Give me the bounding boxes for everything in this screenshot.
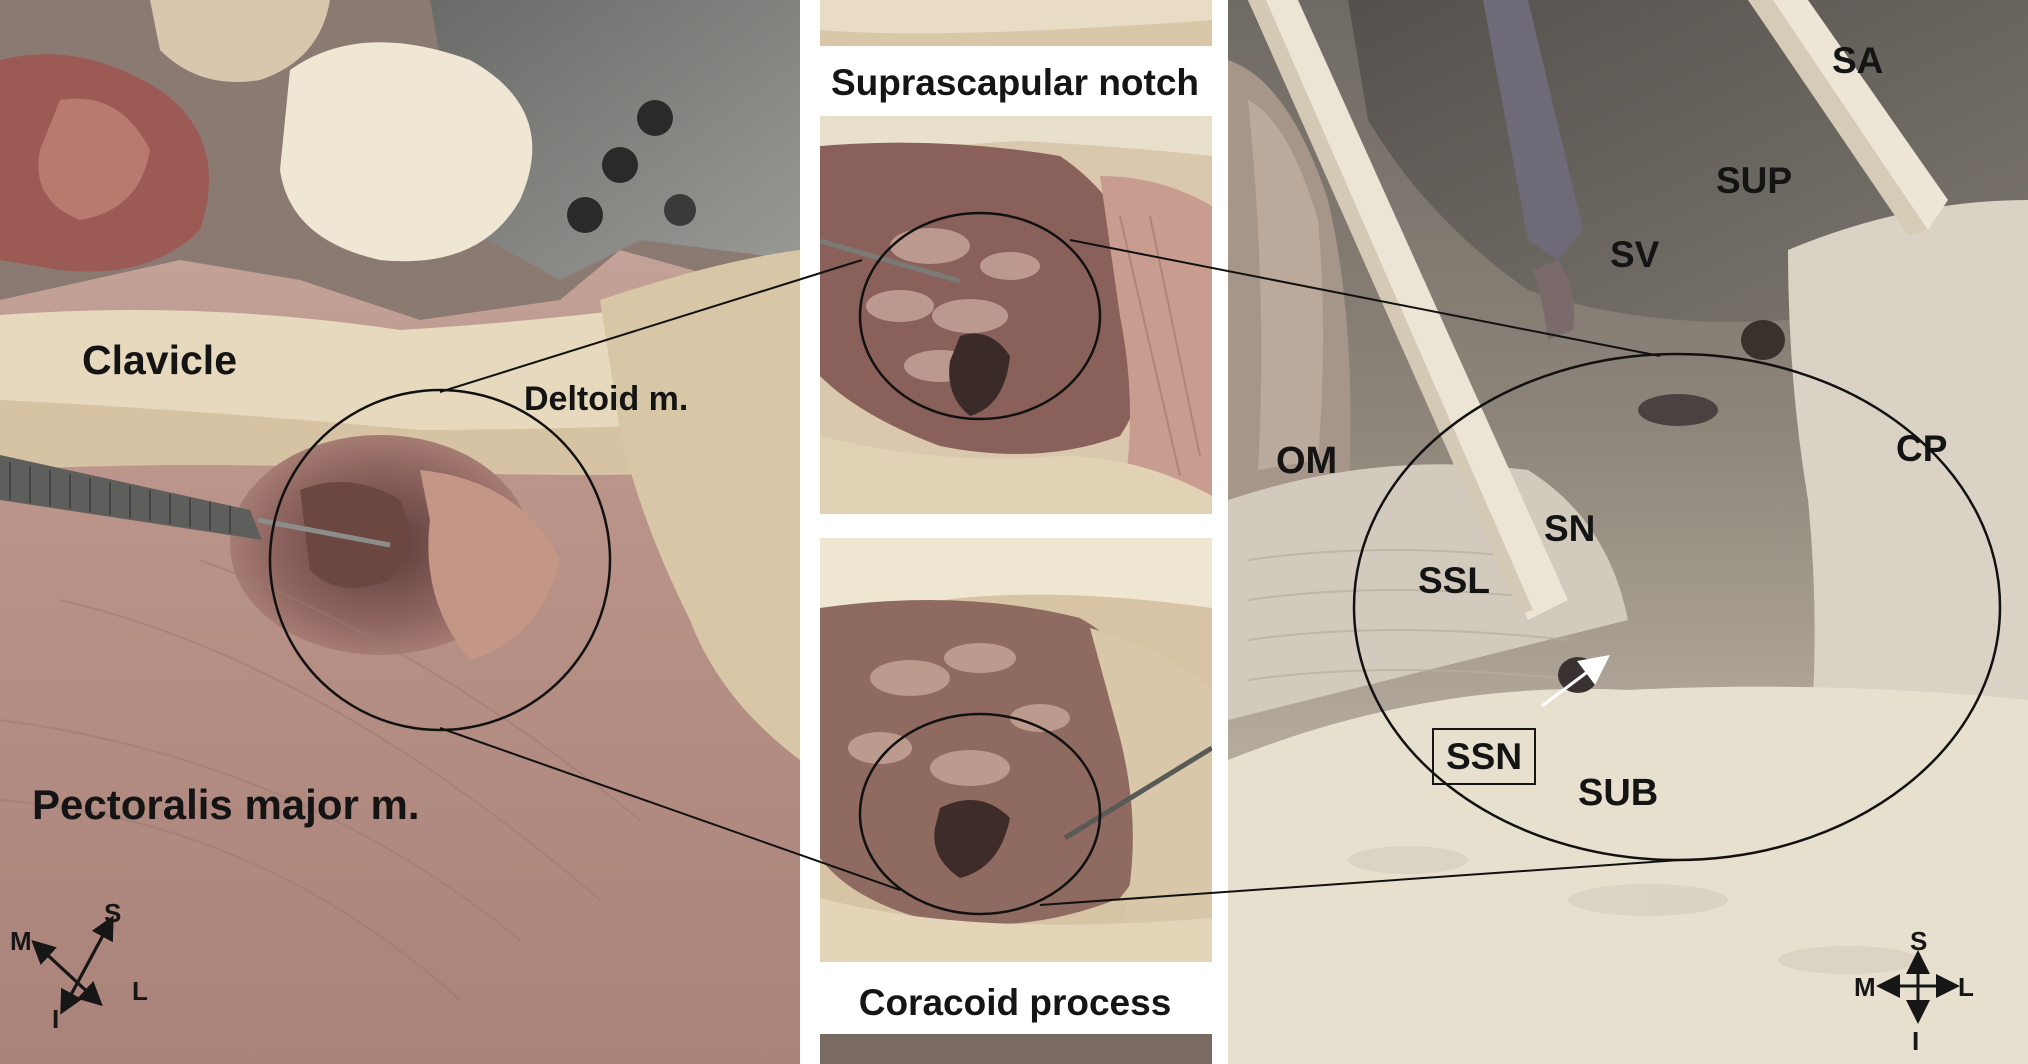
bottom-strip-photo (820, 1034, 1212, 1064)
compass-m: M (1854, 972, 1876, 1002)
sup-label: SUP (1716, 160, 1793, 201)
compass-arrows-icon (1876, 950, 1960, 1024)
sn-label: SN (1544, 508, 1596, 549)
left-orientation-compass: S M L I (0, 890, 160, 1040)
compass-s: S (1910, 926, 1928, 956)
cp-label: CP (1896, 428, 1948, 469)
notch-detail-photo (820, 116, 1212, 514)
compass-l: L (1958, 972, 1974, 1002)
deltoid-label: Deltoid m. (524, 380, 689, 418)
right-photo-image (1228, 0, 2028, 1064)
compass-arrows-icon (31, 915, 114, 1015)
compass-l: L (132, 976, 148, 1006)
coracoid-detail-photo (820, 538, 1212, 962)
top-strip-photo (820, 0, 1212, 46)
ssl-label: SSL (1418, 560, 1490, 601)
coracoid-process-caption: Coracoid process (858, 982, 1172, 1023)
clavicle-label: Clavicle (82, 337, 237, 383)
right-orientation-compass: S M L I (1840, 920, 1990, 1060)
compass-s: S (104, 898, 122, 928)
pectoralis-label: Pectoralis major m. (32, 781, 420, 828)
compass-i: I (1912, 1026, 1920, 1056)
left-dissection-photo: Clavicle Deltoid m. Pectoralis major m. … (0, 0, 800, 1064)
ssn-arrow-icon (1541, 655, 1610, 708)
suprascapular-notch-caption: Suprascapular notch (830, 62, 1200, 103)
middle-column: Suprascapular notch (800, 0, 1228, 1064)
compass-m: M (10, 926, 32, 956)
sv-label: SV (1610, 234, 1660, 275)
om-label: OM (1276, 440, 1338, 482)
compass-i: I (52, 1004, 60, 1034)
sub-label: SUB (1578, 772, 1659, 814)
ssn-label: SSN (1432, 728, 1537, 785)
right-dissection-photo: SA SUP SV CP OM SN SSL SSN SUB S M L (1228, 0, 2028, 1064)
sa-label: SA (1832, 40, 1884, 81)
